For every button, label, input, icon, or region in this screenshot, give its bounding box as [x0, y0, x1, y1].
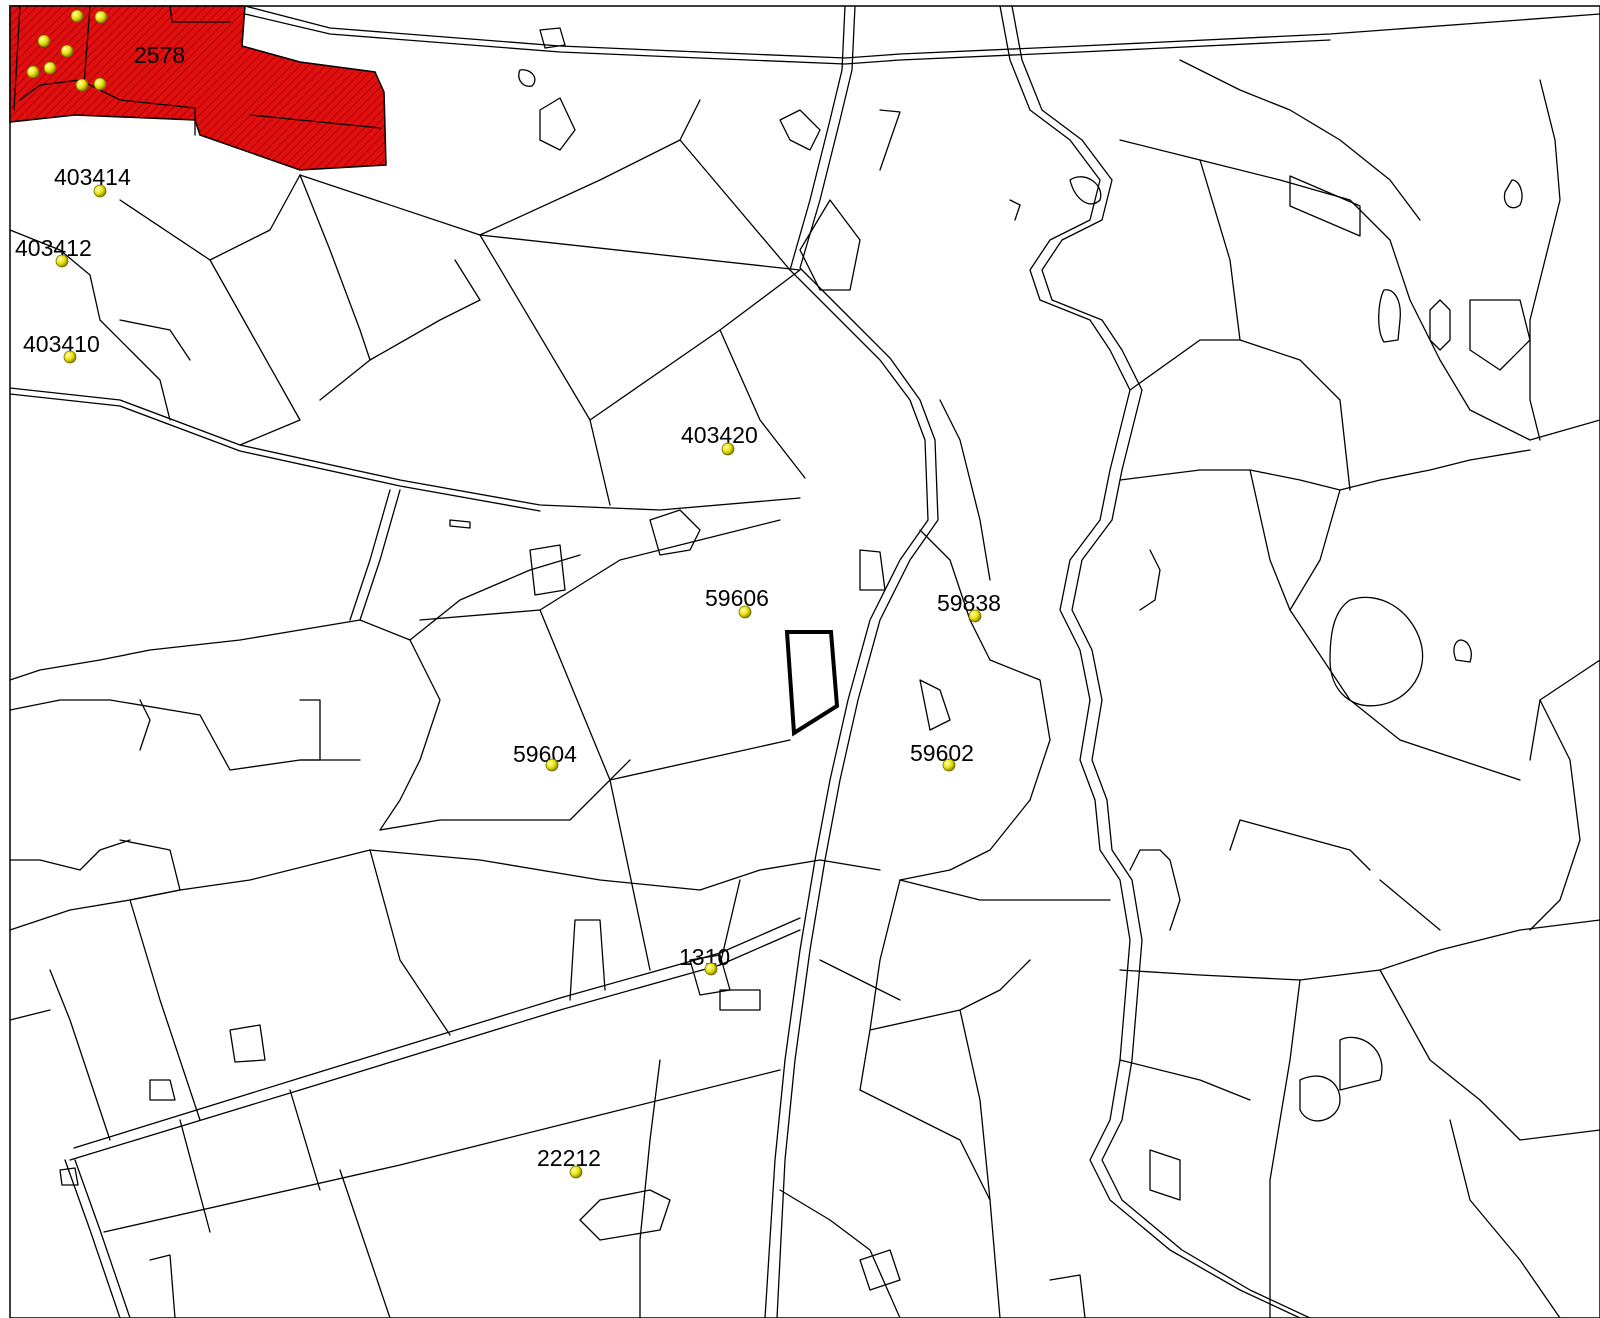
- cluster-markers-2578: [26, 9, 108, 92]
- highlighted-parcel-2578[interactable]: [9, 5, 387, 171]
- parcel-marker-403410: [63, 350, 77, 364]
- parcel-label-403410: 403410: [23, 331, 100, 357]
- parcel-label-2578: 2578: [134, 42, 185, 68]
- parcel-marker-59604: [545, 758, 559, 772]
- parcel-marker-59602: [942, 758, 956, 772]
- parcel-label-1310: 1310: [679, 944, 730, 970]
- parcel-label-22212: 22212: [537, 1145, 601, 1171]
- map-frame: [9, 5, 1600, 1318]
- parcel-marker-403420: [721, 442, 735, 456]
- parcel-403412[interactable]: 403412: [15, 235, 92, 268]
- parcel-label-59602: 59602: [910, 740, 974, 766]
- parcel-label-59838: 59838: [937, 590, 1001, 616]
- parcel-2578[interactable]: 2578: [134, 42, 185, 68]
- selected-parcel-outline[interactable]: [784, 630, 840, 737]
- parcel-label-59604: 59604: [513, 741, 577, 767]
- parcel-marker-22212: [569, 1165, 583, 1179]
- parcel-label-59606: 59606: [705, 585, 769, 611]
- parcel-1310[interactable]: 1310: [679, 944, 730, 976]
- parcel-label-403412: 403412: [15, 235, 92, 261]
- parcel-59604[interactable]: 59604: [513, 741, 577, 772]
- parcel-403414[interactable]: 403414: [54, 164, 131, 198]
- parcel-22212[interactable]: 22212: [537, 1145, 601, 1179]
- parcel-marker-1310: [704, 962, 718, 976]
- parcel-403410[interactable]: 403410: [23, 331, 100, 364]
- parcel-marker-403414: [93, 184, 107, 198]
- parcel-label-403414: 403414: [54, 164, 131, 190]
- parcel-59602[interactable]: 59602: [910, 740, 974, 772]
- parcel-59838[interactable]: 59838: [937, 590, 1001, 623]
- parcel-marker-59838: [968, 609, 982, 623]
- parcel-boundaries: [9, 5, 1600, 1318]
- parcel-59606[interactable]: 59606: [705, 585, 769, 619]
- parcel-marker-403412: [55, 254, 69, 268]
- parcel-marker-59606: [738, 605, 752, 619]
- parcel-403420[interactable]: 403420: [681, 422, 758, 456]
- parcel-label-403420: 403420: [681, 422, 758, 448]
